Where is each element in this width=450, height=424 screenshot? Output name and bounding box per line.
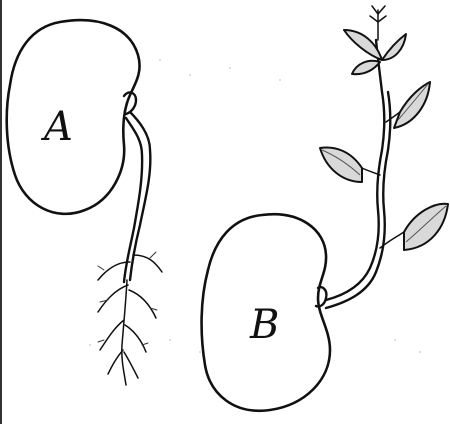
label-seed-a: A [40, 104, 73, 150]
leaf-middle-left [320, 148, 380, 182]
seed-a-group: A [7, 20, 162, 385]
seed-a-body [7, 20, 140, 214]
leaf-upper-right [386, 82, 430, 128]
leaf-lower-right [380, 204, 448, 250]
label-seed-b: B [249, 302, 279, 348]
seed-b-group: B [202, 6, 448, 411]
